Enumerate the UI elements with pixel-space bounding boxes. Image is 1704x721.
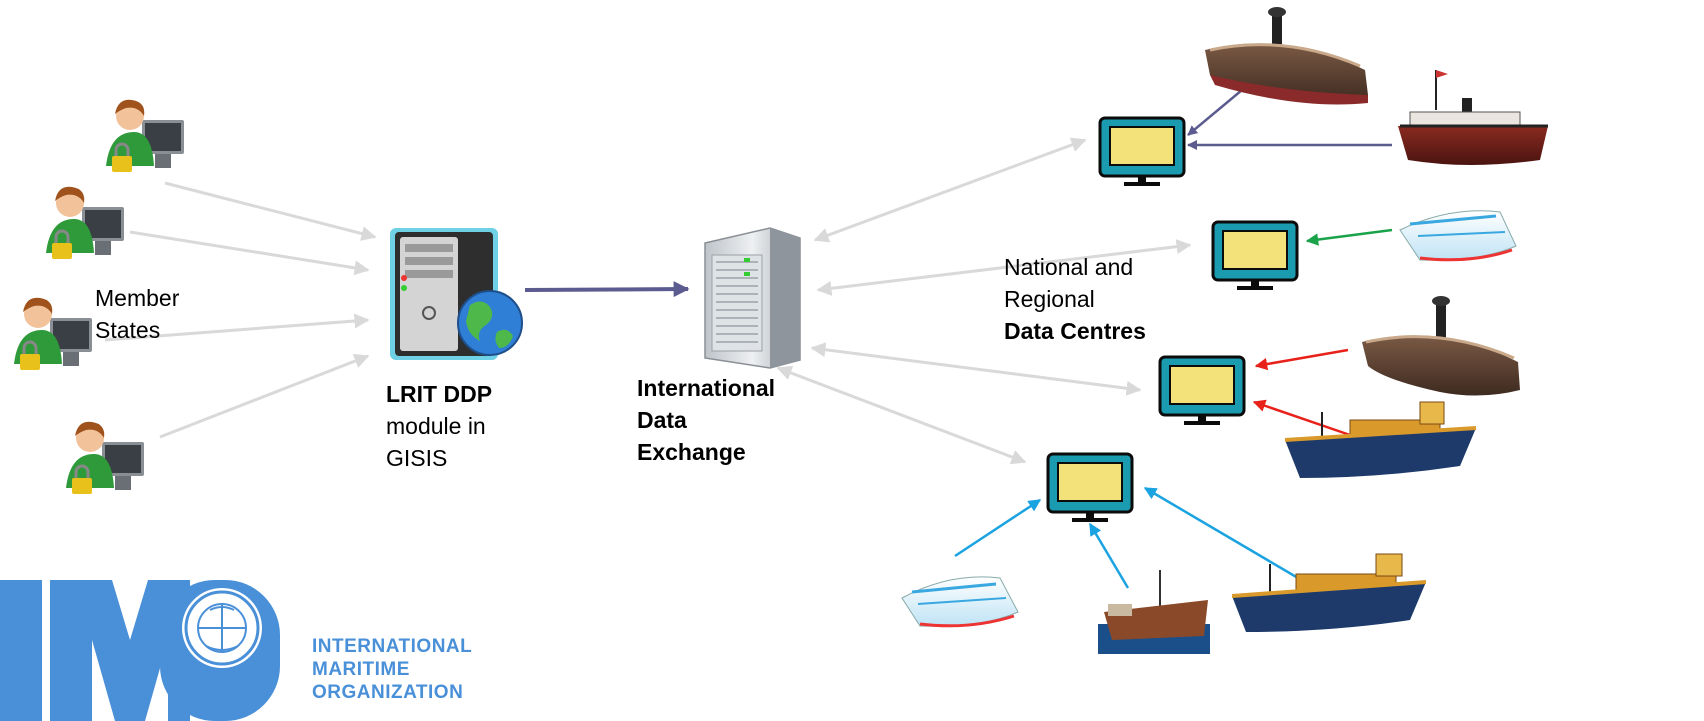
imo-logo-line1: INTERNATIONAL [312,636,473,657]
datacentres-label: National and Regional Data Centres [1004,251,1146,347]
member-user-icon-1 [106,99,184,172]
ddp-label-title: LRIT DDP [386,381,493,407]
datacentre-monitor-icon-1 [1098,116,1186,186]
cruise-ship-icon-2 [901,576,1019,628]
member-user-icon-2 [46,186,124,259]
datacentres-line3: Data Centres [1004,318,1146,344]
member-states-line2: States [95,317,161,343]
ship-arrows-blue [954,486,1299,589]
ide-label-line3: Exchange [637,439,746,465]
ddp-label-line2: module in [386,413,486,439]
steamship-icon-1 [1205,7,1368,105]
imo-logo [0,580,280,721]
ide-label-line2: Data [637,407,687,433]
member-states-line1: Member [95,285,180,311]
ide-label: International Data Exchange [637,372,775,468]
datacentres-line2: Regional [1004,286,1095,312]
ship-arrow-green [1305,228,1393,246]
ide-server-icon [704,227,801,369]
member-user-icon-3 [14,297,92,370]
ddp-label-line3: GISIS [386,445,448,471]
imo-logo-line3: ORGANIZATION [312,682,464,703]
ide-label-line1: International [637,375,776,401]
steamship-icon-3 [1362,296,1520,396]
imo-logo-line2: MARITIME [312,659,410,680]
container-ship-icon-1 [1284,401,1477,478]
ide-to-datacentre-arrows [776,137,1192,465]
container-ship-icon-2 [1231,553,1427,632]
ship-arrows-red [1252,348,1351,437]
cruise-ship-icon-1 [1399,210,1517,262]
cargo-ship-icon [1098,570,1210,654]
ddp-label: LRIT DDP module in GISIS [386,378,492,474]
steamship-icon-2 [1398,70,1548,165]
datacentre-monitor-icon-3 [1158,355,1246,425]
globe-icon [457,290,523,356]
datacentre-monitor-icon-4 [1046,452,1134,522]
datacentres-line1: National and [1004,254,1134,280]
member-to-ddp-arrows [104,181,377,439]
ddp-to-ide-arrow [524,281,690,298]
imo-logo-text: INTERNATIONAL MARITIME ORGANIZATION [312,635,472,704]
datacentre-monitor-icon-2 [1211,220,1299,290]
member-user-icon-4 [66,421,144,494]
member-states-label: Member States [95,282,179,346]
